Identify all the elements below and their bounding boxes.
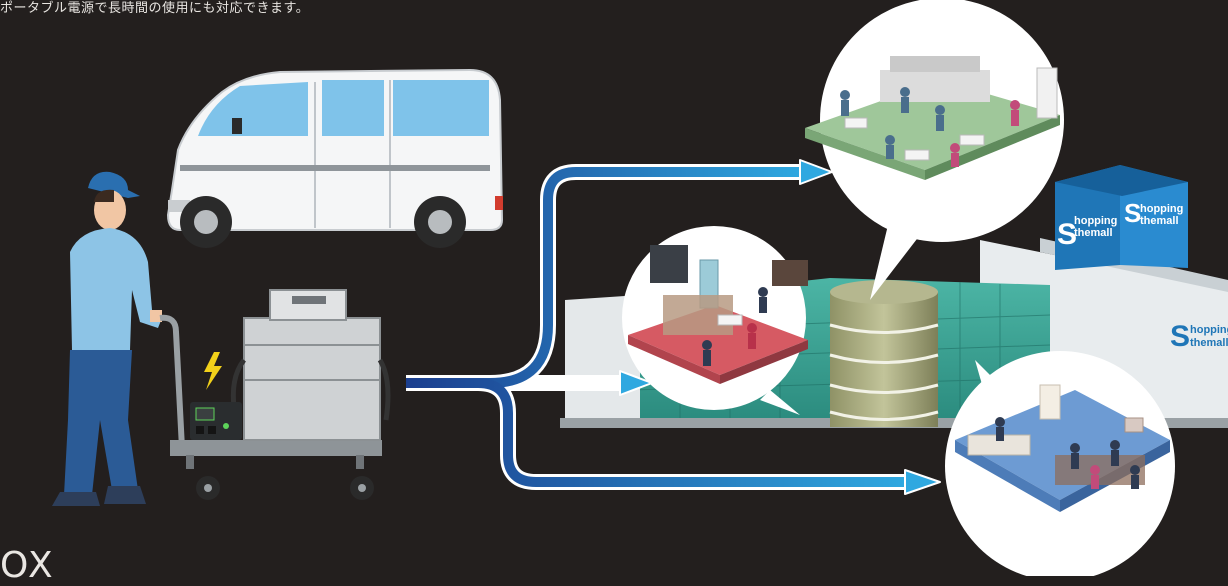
svg-text:hopping: hopping bbox=[1140, 203, 1183, 215]
svg-text:themall: themall bbox=[1140, 215, 1179, 227]
worker-illustration bbox=[52, 171, 162, 506]
mall-sign-tower: S hopping themall S hopping themall bbox=[1057, 198, 1183, 251]
lightning-bolt-icon bbox=[204, 352, 222, 390]
lounge-bubble bbox=[945, 351, 1175, 576]
van-illustration bbox=[166, 68, 504, 248]
svg-text:themall: themall bbox=[1190, 337, 1228, 349]
svg-text:S: S bbox=[1057, 218, 1077, 251]
svg-text:hopping: hopping bbox=[1074, 215, 1117, 227]
svg-text:themall: themall bbox=[1074, 227, 1113, 239]
svg-text:hopping: hopping bbox=[1190, 324, 1228, 336]
bottom-heading-fragment: OX bbox=[0, 545, 55, 586]
caption-text: ポータブル電源で長時間の使用にも対応できます。 bbox=[0, 1, 310, 16]
mall-sign-right: S hopping themall bbox=[1170, 320, 1228, 353]
svg-text:S: S bbox=[1124, 198, 1141, 228]
svg-text:S: S bbox=[1170, 320, 1190, 353]
food-court-bubble bbox=[805, 0, 1064, 300]
power-cart-illustration bbox=[159, 289, 391, 500]
cafe-bubble bbox=[622, 226, 808, 415]
flow-arrows bbox=[406, 159, 941, 495]
